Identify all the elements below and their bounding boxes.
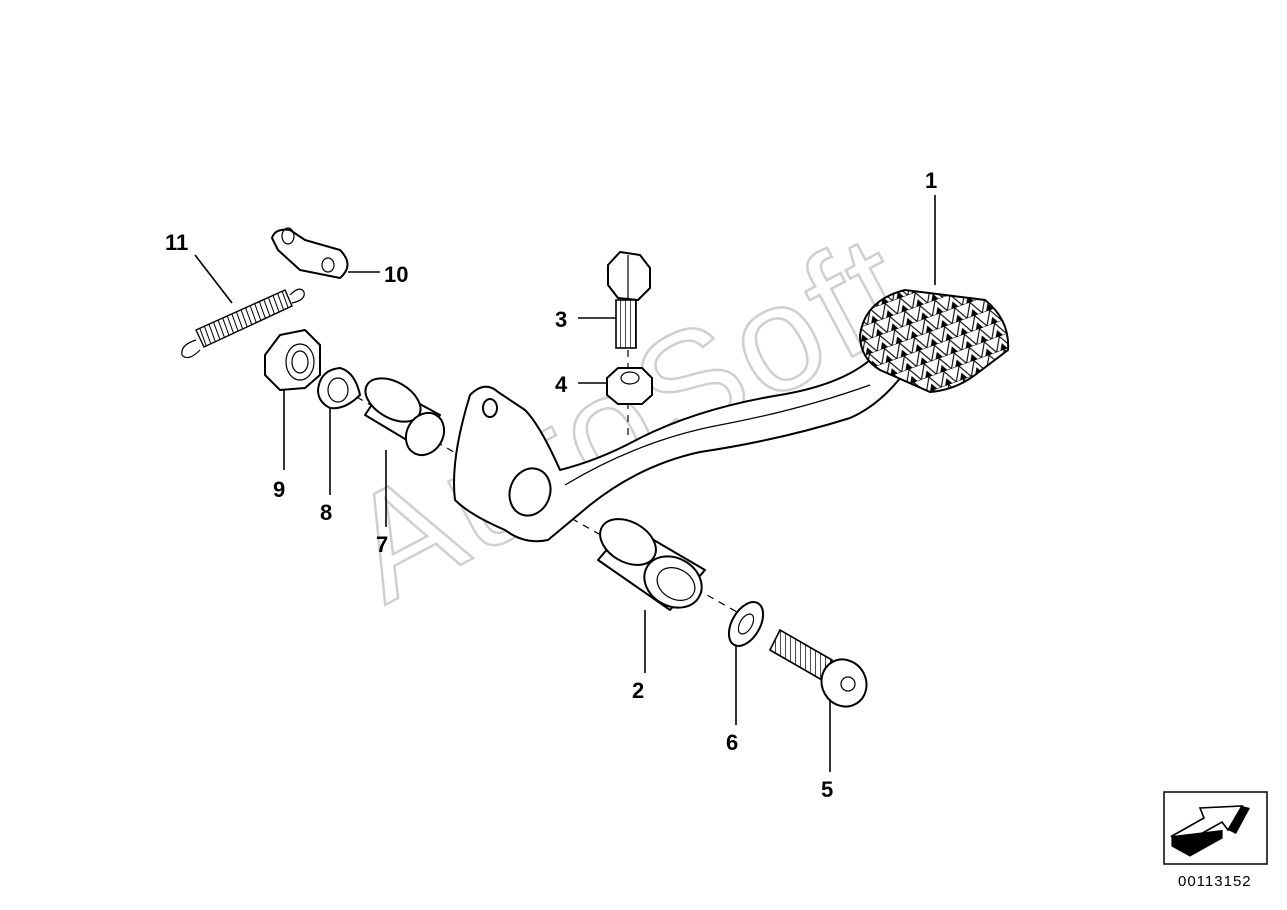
flat-washer: [727, 601, 765, 647]
callout-7: 7: [376, 532, 388, 557]
callout-2: 2: [632, 678, 644, 703]
callout-5: 5: [821, 777, 833, 802]
leader-line-11: [194, 254, 233, 304]
hex-nut-large: [264, 329, 321, 391]
diagram-number: 00113152: [1178, 873, 1252, 890]
hex-nut-small: [606, 367, 653, 405]
callout-3: 3: [555, 307, 567, 332]
large-bushing: [597, 518, 706, 611]
callout-1: 1: [925, 168, 937, 193]
callout-11: 11: [165, 230, 188, 255]
bracket-plate: [271, 227, 349, 279]
forward-arrow-icon[interactable]: [1163, 791, 1268, 865]
callout-6: 6: [726, 730, 738, 755]
hex-bolt: [607, 251, 651, 349]
small-bushing: [364, 377, 446, 457]
tension-spring: [181, 288, 305, 359]
tab-washer: [317, 367, 361, 410]
callout-9: 9: [273, 477, 285, 502]
pedal-pad: [858, 288, 1010, 394]
round-head-screw: [768, 628, 868, 708]
callout-10: 10: [384, 262, 408, 287]
callout-4: 4: [555, 372, 568, 397]
callout-8: 8: [320, 500, 332, 525]
brake-pedal-lever: [453, 359, 906, 543]
